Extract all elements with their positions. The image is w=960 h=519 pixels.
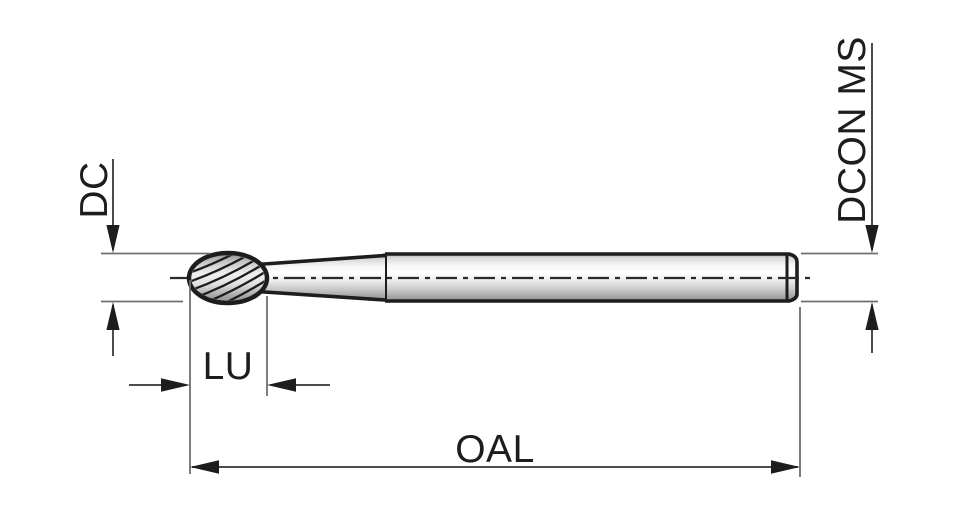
flute-line bbox=[191, 275, 265, 301]
flute-line bbox=[191, 255, 265, 259]
dc-label: DC bbox=[73, 161, 116, 218]
cutting-head-outline bbox=[186, 250, 270, 306]
dcon-ms-dimension: DCON MS bbox=[801, 36, 879, 353]
flute-line bbox=[191, 266, 265, 301]
flute-line bbox=[191, 255, 265, 286]
dcon-arrowhead-up bbox=[865, 302, 879, 330]
neck-bottom-edge bbox=[256, 289, 386, 302]
lu-arrowhead-left-pointing bbox=[267, 378, 296, 392]
neck-taper bbox=[256, 253, 386, 302]
oal-arrowhead-left bbox=[190, 460, 219, 474]
dcon-ms-label: DCON MS bbox=[831, 36, 874, 224]
oal-dimension: OAL bbox=[190, 307, 801, 477]
dc-arrowhead-up bbox=[106, 302, 120, 330]
dcon-arrowhead-down bbox=[865, 225, 879, 253]
dc-dimension: DC bbox=[73, 159, 210, 356]
lu-label: LU bbox=[203, 345, 254, 388]
oal-arrowhead-right bbox=[771, 460, 800, 474]
oal-label: OAL bbox=[455, 428, 535, 471]
lu-dimension: LU bbox=[129, 280, 330, 474]
neck-fill bbox=[256, 255, 385, 300]
lu-arrowhead-right-pointing bbox=[161, 378, 190, 392]
neck-top-edge bbox=[256, 253, 386, 267]
cutting-head bbox=[186, 250, 270, 306]
dc-arrowhead-down bbox=[106, 225, 120, 253]
